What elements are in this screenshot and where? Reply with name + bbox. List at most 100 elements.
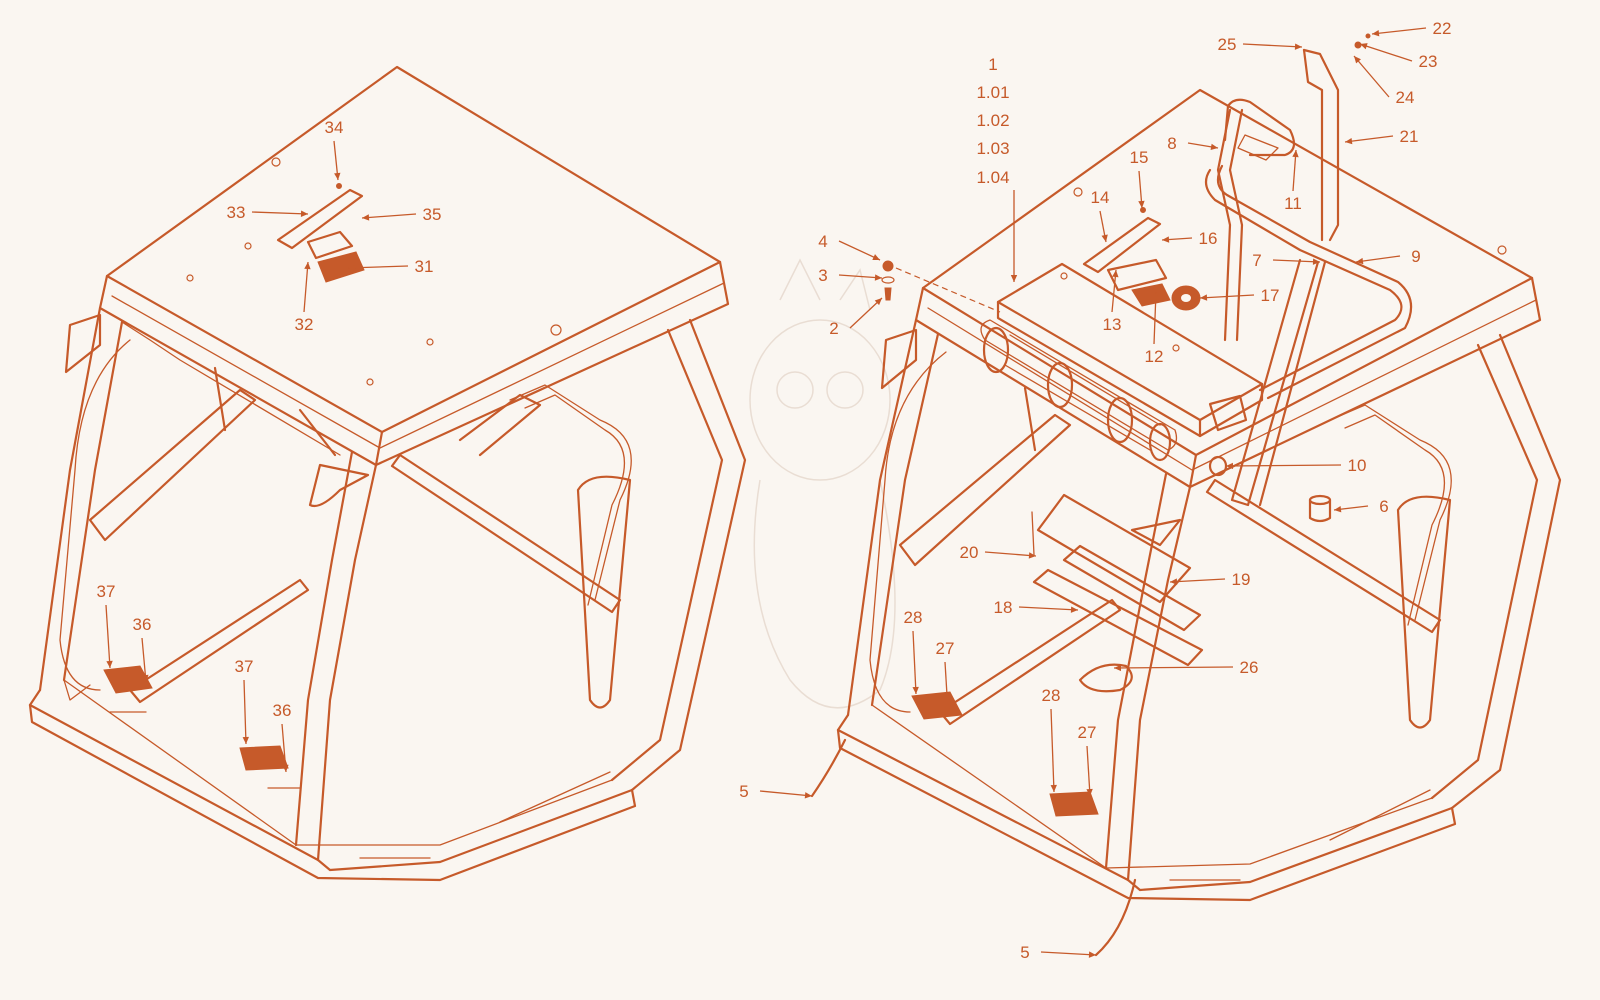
leader-line (1111, 269, 1117, 313)
leader-arrowhead (1070, 606, 1078, 613)
filter-6 (1308, 494, 1332, 523)
callout-c9: 9 (1355, 247, 1421, 266)
callout-number: 25 (1218, 35, 1237, 54)
leader-arrowhead (300, 210, 308, 217)
leader-arrowhead (1334, 506, 1342, 513)
callout-c12: 12 (1145, 291, 1164, 366)
step-plate-36b (239, 745, 289, 771)
leader-arrowhead (1354, 56, 1361, 64)
leader-arrowhead (1200, 294, 1208, 301)
leader-line (243, 679, 247, 745)
callout-number: 19 (1232, 570, 1251, 589)
leader-line (1353, 55, 1390, 98)
leader-line (1225, 464, 1342, 467)
leader-line (251, 211, 309, 215)
leader-line (141, 637, 147, 683)
callout-number: 5 (739, 782, 748, 801)
callout-number: 26 (1240, 658, 1259, 677)
callout-number: 5 (1020, 943, 1029, 962)
leader-line (849, 297, 883, 329)
roof-light-assembly-right (1082, 207, 1171, 307)
leader-line (1050, 708, 1055, 793)
fan-wheel (1171, 285, 1201, 311)
callout-number: 28 (1042, 686, 1061, 705)
leader-arrowhead (1101, 234, 1108, 242)
leader-line (347, 265, 409, 269)
leader-line (303, 261, 309, 313)
callout-number: 34 (325, 118, 344, 137)
leader-arrowhead (1345, 137, 1353, 145)
callout-number: 23 (1419, 52, 1438, 71)
callout-number: 37 (235, 657, 254, 676)
leader-line (838, 274, 883, 279)
callout-number: 27 (936, 639, 955, 658)
callout-number: 13 (1103, 315, 1122, 334)
callout-c11: 11 (1284, 149, 1302, 213)
callout-number: 16 (1199, 229, 1218, 248)
callout-c20: 20 (960, 543, 1037, 562)
leader-arrowhead (804, 792, 812, 799)
callout-c18: 18 (994, 598, 1079, 617)
leader-arrowhead (1372, 30, 1380, 37)
leader-line (281, 723, 287, 773)
callout-c21: 21 (1344, 127, 1418, 146)
callout-c28b: 28 (1042, 686, 1061, 793)
leader-arrowhead (1028, 552, 1036, 559)
callout-number: 1.02 (976, 111, 1009, 130)
leader-arrowhead (1170, 578, 1178, 585)
callout-number: 14 (1091, 188, 1110, 207)
callout-c27a: 27 (936, 639, 955, 713)
callout-number: 17 (1261, 286, 1280, 305)
leader-arrowhead (1210, 143, 1218, 151)
callout-c10: 10 (1225, 456, 1366, 475)
callout-number: 36 (133, 615, 152, 634)
leader-arrowhead (362, 214, 370, 221)
callout-number: 37 (97, 582, 116, 601)
callout-c15: 15 (1130, 148, 1148, 209)
cab-frame-right (810, 33, 1562, 957)
callout-number: 32 (295, 315, 314, 334)
callout-number: 33 (227, 203, 246, 222)
hoses (1204, 98, 1413, 400)
leader-line (1199, 294, 1255, 299)
leader-line (912, 630, 917, 695)
leader-line (1242, 43, 1303, 48)
callout-number: 1.01 (976, 83, 1009, 102)
callout-c3: 3 (818, 266, 883, 285)
leader-line (361, 213, 417, 219)
callout-number: 27 (1078, 723, 1097, 742)
callout-number: 1.04 (976, 168, 1009, 187)
callout-c6: 6 (1333, 497, 1389, 516)
leader-arrowhead (1088, 951, 1096, 958)
leader-arrowhead (1010, 275, 1018, 282)
leader-arrowhead (1294, 43, 1302, 50)
callout-number: 1.03 (976, 139, 1009, 158)
leader-line (1371, 27, 1427, 35)
leader-arrowhead (1114, 664, 1122, 672)
cab-frame-left (28, 65, 747, 882)
callout-c4: 4 (818, 232, 881, 261)
callout-c17: 17 (1199, 286, 1280, 305)
leader-line (1169, 578, 1226, 583)
callout-number: 1 (988, 55, 997, 74)
leader-line (759, 790, 813, 797)
step-plate-27b (1049, 791, 1099, 817)
support-bar (1230, 33, 1371, 507)
fitting-10 (1208, 455, 1228, 477)
callout-c27b: 27 (1078, 723, 1097, 797)
leader-line (984, 551, 1037, 557)
leader-line (1113, 666, 1234, 669)
callout-number: 12 (1145, 347, 1164, 366)
leader-line (105, 604, 111, 669)
leader-line (1355, 255, 1401, 263)
leader-line (1040, 951, 1097, 956)
fasteners (881, 260, 1001, 313)
callout-c16: 16 (1161, 229, 1218, 248)
callout-c37a: 37 (97, 582, 116, 669)
callout-c1: 1 (988, 55, 997, 74)
callout-number: 3 (818, 266, 827, 285)
callout-number: 22 (1433, 19, 1452, 38)
callout-c8: 8 (1167, 134, 1219, 153)
